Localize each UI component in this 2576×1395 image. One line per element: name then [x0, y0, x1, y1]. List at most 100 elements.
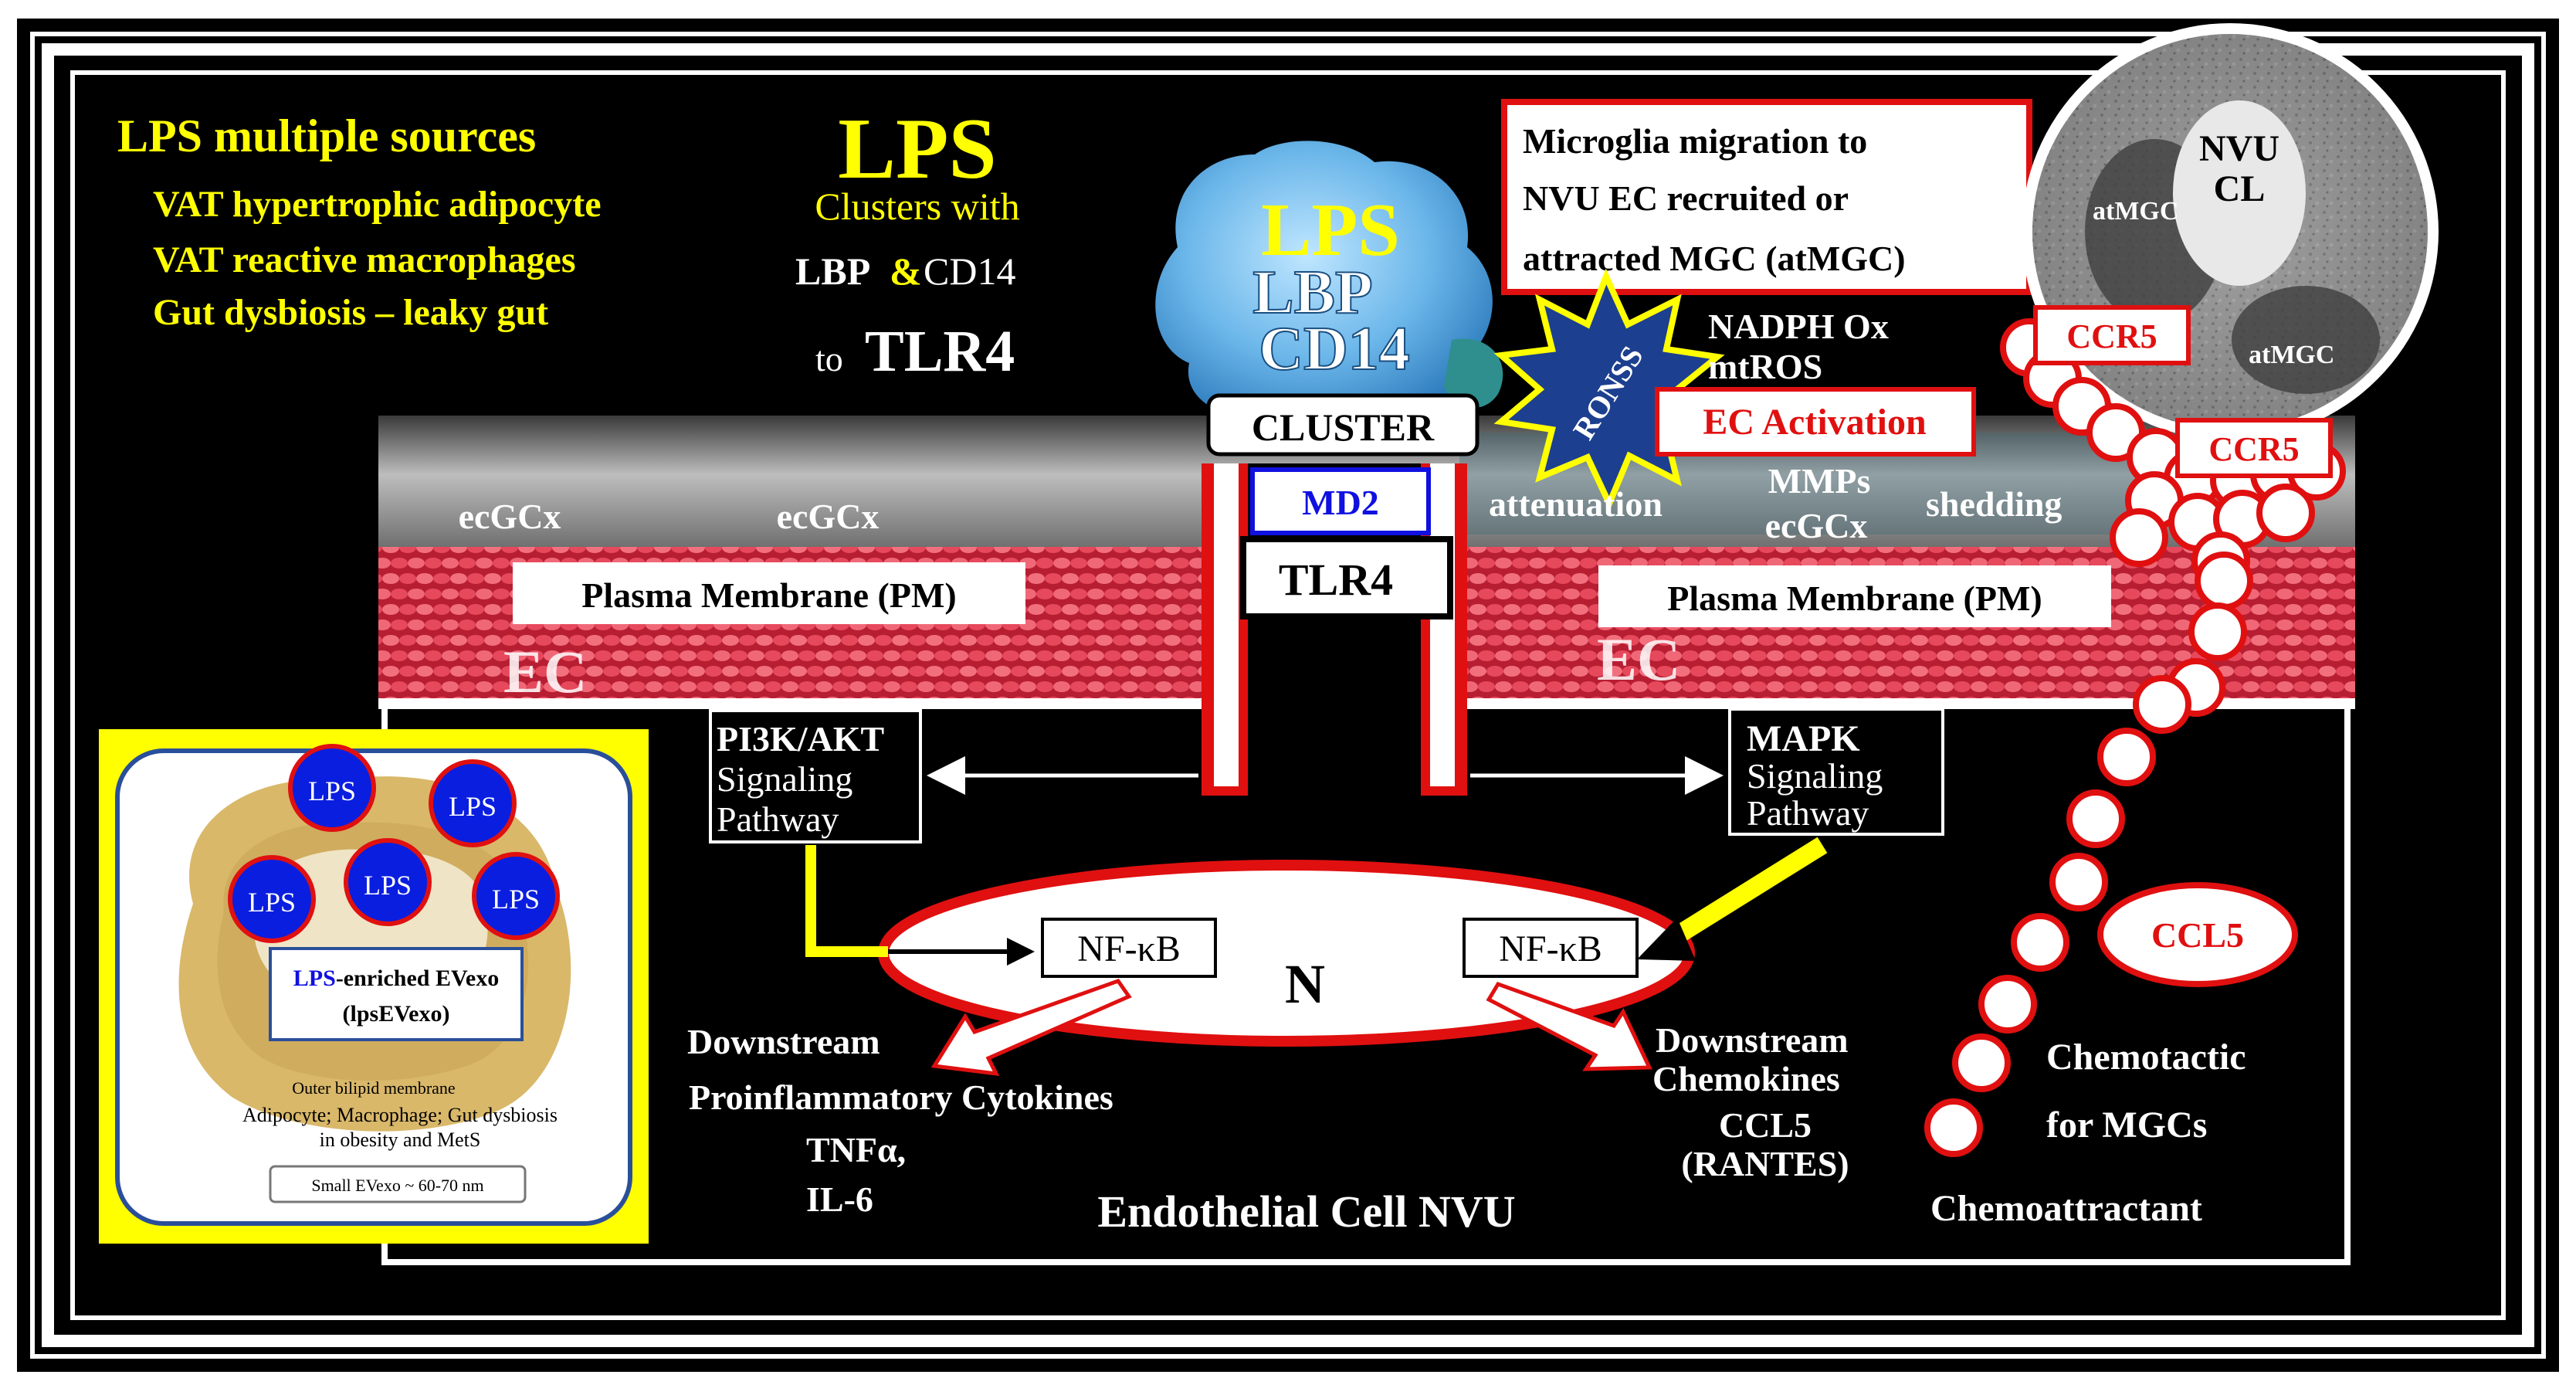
exosome-outer-label: Outer bilipid membrane — [292, 1078, 455, 1098]
cluster-box — [1206, 393, 1480, 457]
tnf-alpha-label: TNFα, — [806, 1130, 906, 1169]
lps-header-amp: & — [890, 249, 922, 293]
micrograph-cl: CL — [2214, 168, 2266, 209]
pm-right-label: Plasma Membrane (PM) — [1667, 579, 2042, 618]
lps-header-lbp: LBP — [795, 249, 870, 293]
exosome-size-box — [269, 1165, 527, 1203]
exosome-label-sub: (lpsEVexo) — [343, 1001, 450, 1027]
capillary-lumen — [2173, 100, 2306, 286]
mapk-line-3: Pathway — [1747, 793, 1869, 833]
mgc-circle — [2097, 728, 2156, 786]
pi3k-line-1: PI3K/AKT — [717, 719, 884, 759]
mapk-yellow-path — [1666, 837, 1828, 948]
ccr5-label-1: CCR5 — [2066, 317, 2157, 355]
source-item-2: VAT reactive macrophages — [153, 239, 576, 280]
frame-line-1 — [30, 32, 2546, 1359]
arrow-to-nfkb-right — [1637, 918, 1696, 961]
ecgcx-mid-label: ecGCx — [777, 497, 880, 536]
microglia-line-3: attracted MGC (atMGC) — [1523, 239, 1906, 278]
exosome-lps-circle-1 — [288, 744, 376, 832]
lps-big-title: LPS — [838, 101, 996, 197]
ccl5-oval-label: CCL5 — [2151, 915, 2244, 955]
il6-label: IL-6 — [806, 1179, 873, 1219]
lps-sources-block: LPS multiple sources VAT hypertrophic ad… — [117, 110, 602, 333]
lps-header-tlr4: TLR4 — [865, 319, 1015, 384]
downstream-left-1: Downstream — [687, 1022, 880, 1061]
lps-lbp-cd14-complex-blob — [1155, 141, 1493, 427]
ccr5-box-1 — [2033, 305, 2191, 365]
downstream-right-arrow — [1486, 981, 1652, 1071]
md2-box — [1250, 467, 1431, 535]
mgc-circle — [2256, 484, 2315, 542]
mgc-circle — [2066, 789, 2125, 848]
exosome-lps-label-1: LPS — [308, 776, 356, 806]
mgc-circle — [2011, 913, 2069, 972]
tlr4-leg-right-inner — [1430, 463, 1455, 786]
downstream-left-arrow — [930, 979, 1132, 1077]
exosome-desc-2: in obesity and MetS — [320, 1129, 481, 1151]
mapk-box — [1728, 708, 1944, 836]
exosome-lps-circle-2 — [429, 759, 517, 847]
source-item-1: VAT hypertrophic adipocyte — [153, 184, 602, 225]
ecgcx-right-label: ecGCx — [1765, 506, 1868, 545]
rantes-label: (RANTES) — [1681, 1144, 1849, 1183]
attenuation-label: attenuation — [1489, 484, 1663, 524]
ec-right-label: EC — [1597, 626, 1680, 693]
micrograph-atmgc-1: atMGC — [2093, 197, 2178, 226]
tlr4-label: TLR4 — [1279, 555, 1393, 605]
nadph-label: NADPH Ox — [1708, 307, 1889, 346]
pi3k-line-2: Signaling — [717, 759, 852, 799]
pm-left-label: Plasma Membrane (PM) — [581, 575, 956, 615]
exosome-size-label: Small EVexo ~ 60-70 nm — [311, 1176, 483, 1195]
ccl5-chemokine-label: CCL5 — [1719, 1105, 1812, 1145]
downstream-left-2: Proinflammatory Cytokines — [689, 1078, 1113, 1117]
downstream-right-2: Chemokines — [1652, 1059, 1840, 1098]
exosome-lps-label-2: LPS — [449, 791, 497, 822]
exosome-label-box — [269, 947, 524, 1041]
atmgc-cell-2 — [2232, 286, 2380, 394]
chemotactic-line-2: for MGCs — [2046, 1105, 2207, 1146]
ec-activation-label: EC Activation — [1703, 402, 1926, 443]
exosome-lps-label-5: LPS — [492, 884, 540, 915]
ccr5-box-2 — [2175, 418, 2333, 478]
ecgcx-left-label: ecGCx — [459, 497, 561, 536]
endothelial-cell-nvu-label: Endothelial Cell NVU — [1097, 1186, 1515, 1237]
exosome-lps-circle-5 — [472, 852, 560, 940]
mgc-circle — [1952, 1034, 2011, 1092]
mmps-label: MMPs — [1768, 461, 1871, 501]
pi3k-box — [709, 709, 922, 843]
chemoattractant-label: Chemoattractant — [1930, 1188, 2202, 1229]
mgc-circle — [1924, 1098, 1983, 1157]
pi3k-line-3: Pathway — [717, 799, 839, 839]
mgc-circle — [2049, 853, 2108, 911]
mgc-circle — [2133, 675, 2191, 734]
complex-lps-label: LPS — [1261, 188, 1400, 272]
cluster-label: CLUSTER — [1252, 406, 1435, 449]
mgc-circle — [2188, 602, 2247, 661]
nfkb-right-box — [1463, 918, 1639, 978]
microglia-migration-box — [1501, 99, 2032, 295]
microglia-line-1: Microglia migration to — [1523, 121, 1867, 161]
mgc-circles-chain — [1924, 318, 2346, 1157]
nfkb-left-label: NF-κB — [1077, 928, 1181, 969]
source-item-3: Gut dysbiosis – leaky gut — [153, 292, 548, 333]
micrograph-atmgc-2: atMGC — [2249, 341, 2334, 369]
frame-line-2 — [42, 43, 2534, 1347]
md2-label: MD2 — [1302, 483, 1379, 522]
exosome-lps-label-4: LPS — [364, 870, 412, 901]
pm-left-box — [513, 562, 1025, 624]
downstream-right-1: Downstream — [1656, 1020, 1849, 1060]
pi3k-yellow-path — [805, 845, 888, 957]
mgc-circle — [2195, 552, 2253, 610]
mtros-label: mtROS — [1708, 347, 1822, 386]
exosome-desc-1: Adipocyte; Macrophage; Gut dysbiosis — [242, 1104, 558, 1126]
exosome-lps-circle-3 — [228, 855, 316, 943]
chemotactic-line-1: Chemotactic — [2046, 1037, 2246, 1078]
shedding-label: shedding — [1926, 484, 2062, 524]
exosome-lps-label-3: LPS — [248, 887, 296, 918]
lps-header-cd14: CD14 — [924, 249, 1015, 293]
micrograph-nvu: NVU — [2199, 128, 2279, 169]
ec-activation-box — [1655, 387, 1976, 457]
